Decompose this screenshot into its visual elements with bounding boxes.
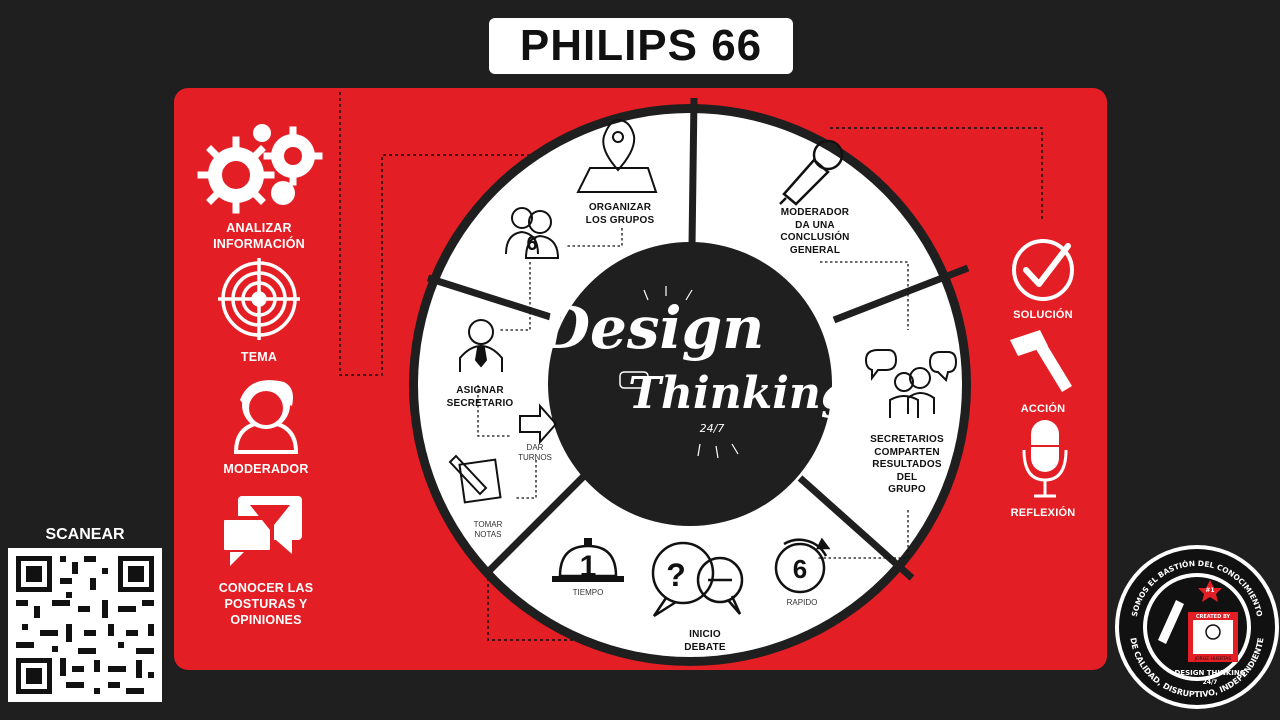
label-moderador: MODERADOR: [223, 462, 309, 476]
qr-code[interactable]: [8, 548, 162, 702]
label-rapido: RAPIDO: [786, 598, 818, 607]
label-asignar: ASIGNAR SECRETARIO: [446, 385, 514, 409]
people-discussion-icon: [864, 349, 958, 418]
label-tomar-notas: TOMAR NOTAS: [473, 520, 503, 539]
process-wheel: [409, 97, 971, 666]
person-icon: [233, 380, 299, 454]
group-people-icon: [505, 207, 560, 259]
design-thinking-logo: Design Thinking 24/7: [538, 286, 852, 459]
hammer-icon: [1010, 330, 1072, 392]
gears-icon: [197, 124, 323, 214]
bell-icon: [552, 538, 624, 582]
chat-icon: [220, 496, 302, 566]
seal-badge: SOMOS EL BASTIÓN DEL CONOCIMIENTO DE CAL…: [1115, 545, 1279, 709]
logo-line1: Design: [538, 294, 765, 362]
label-organizar: ORGANIZAR LOS GRUPOS: [585, 202, 655, 226]
microphone-icon: [1022, 420, 1068, 498]
label-moderador-conclusion: MODERADOR DA UNA CONCLUSIÓN GENERAL: [780, 207, 850, 256]
label-inicio-debate: INICIO DEBATE: [684, 629, 726, 653]
seal-brand-sub: 24/7: [1203, 679, 1218, 686]
pencil-note-icon: [448, 454, 502, 504]
seal-brand: DESIGN THINKING: [1174, 669, 1245, 677]
label-accion: ACCIÓN: [1020, 403, 1066, 415]
bell-number: 1: [580, 550, 597, 583]
businessman-icon: [459, 319, 503, 372]
map-pin-icon: [576, 118, 658, 193]
qr-code-graphic: [8, 548, 162, 702]
stopwatch-icon: [774, 537, 831, 594]
label-tema: TEMA: [240, 350, 278, 364]
label-tiempo: TIEMPO: [572, 588, 604, 597]
badge-six-groups: 6: [526, 233, 537, 255]
arrow-right-icon: [519, 403, 558, 445]
spoke-4: [487, 469, 591, 573]
spoke-1: [688, 97, 698, 247]
badge-six-rapido: 6: [793, 554, 807, 584]
seal-created-by: CREATED BY: [1196, 614, 1231, 620]
center-circle: [548, 242, 832, 526]
spoke-2: [832, 264, 970, 324]
check-circle-icon: [1012, 239, 1074, 301]
question-mark: ?: [666, 557, 686, 593]
spoke-3: [797, 475, 915, 581]
spoke-5: [426, 274, 562, 324]
logo-line3: 24/7: [700, 422, 725, 435]
microphone-outline-icon: [779, 139, 844, 206]
label-reflexion: REFLEXIÓN: [1010, 507, 1076, 519]
seal-name: JORGE HUERTAS: [1194, 656, 1232, 662]
seal-rank: #1: [1205, 587, 1214, 594]
connector-right-line: [830, 127, 1043, 220]
label-dar-turnos: DAR TURNOS: [518, 443, 552, 462]
label-solucion: SOLUCIÓN: [1013, 309, 1073, 321]
page-title: PHILIPS 66: [489, 18, 793, 74]
label-secretarios: SECRETARIOS COMPARTEN RESULTADOS DEL GRU…: [870, 434, 944, 495]
connector-left-line: [339, 92, 582, 376]
target-icon: [218, 258, 300, 340]
label-conocer: CONOCER LAS POSTURAS Y OPINIONES: [218, 581, 314, 627]
scan-label: SCANEAR: [45, 526, 125, 543]
logo-line2: Thinking: [628, 368, 851, 419]
label-analizar: ANALIZAR INFORMACIÓN: [213, 221, 305, 251]
question-chat-icon: [651, 541, 744, 618]
